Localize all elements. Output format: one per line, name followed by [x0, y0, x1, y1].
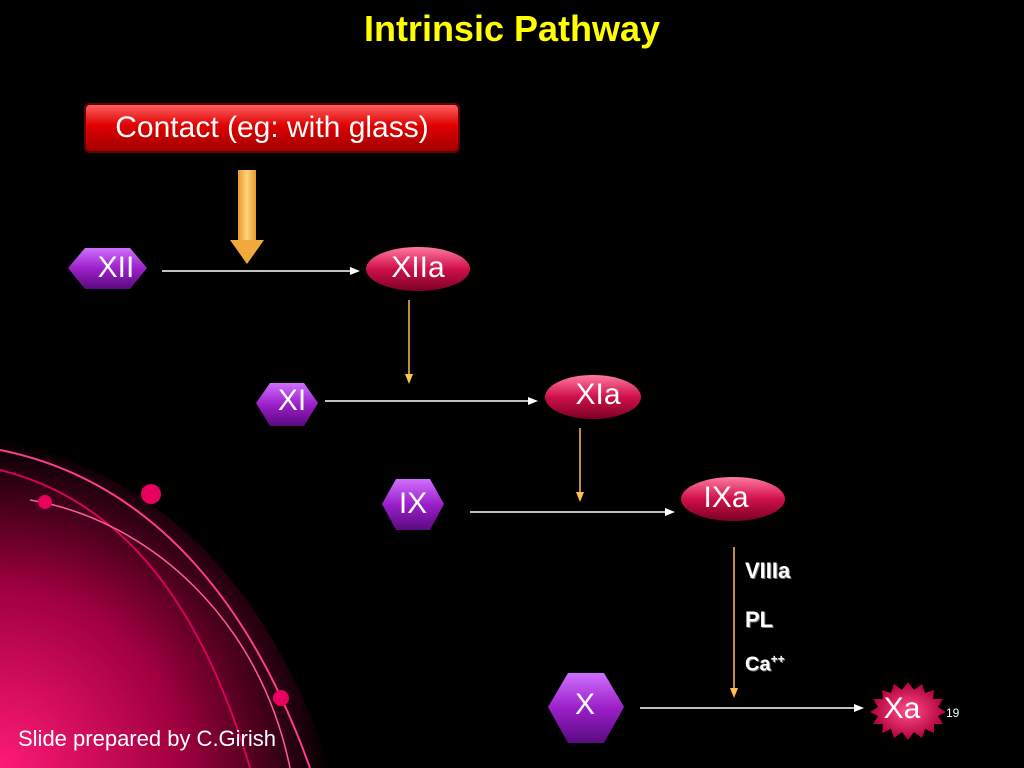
factor-xiia-label: XIIa [391, 251, 445, 284]
factor-xi-label: XI [277, 384, 307, 417]
contact-box: Contact (eg: with glass) [84, 103, 460, 153]
slide-number: 19 [946, 706, 960, 720]
conversion-arrows [162, 267, 864, 712]
factor-xia-oval [545, 375, 641, 419]
factor-xii-label: XII [97, 251, 135, 284]
activation-arrows [405, 300, 738, 698]
contact-arrow [230, 170, 264, 264]
factor-xa-burst [870, 682, 946, 740]
factor-ix-hexagon [382, 479, 444, 530]
factor-x-hexagon [548, 673, 624, 743]
factor-xi-hexagon [256, 383, 318, 426]
calcium-charge: ++ [770, 652, 785, 666]
factor-xii-hexagon [68, 248, 147, 289]
factor-xiia-oval [366, 247, 470, 291]
factor-xia-label: XIa [575, 378, 621, 411]
factor-ix-label: IX [398, 487, 428, 520]
slide-title: Intrinsic Pathway [363, 8, 661, 49]
cofactor-viiia: VIIIa [745, 558, 791, 583]
cofactor-pl: PL [745, 607, 774, 632]
cofactor-calcium: Ca++ [745, 652, 785, 677]
factor-xa-label: Xa [883, 692, 921, 725]
corner-decoration [0, 440, 330, 768]
factor-ixa-oval [681, 477, 785, 521]
slide-footer: Slide prepared by C.Girish [18, 726, 277, 751]
factor-x-label: X [574, 688, 595, 721]
calcium-symbol: Ca [745, 653, 771, 676]
factor-ixa-label: IXa [703, 481, 749, 514]
